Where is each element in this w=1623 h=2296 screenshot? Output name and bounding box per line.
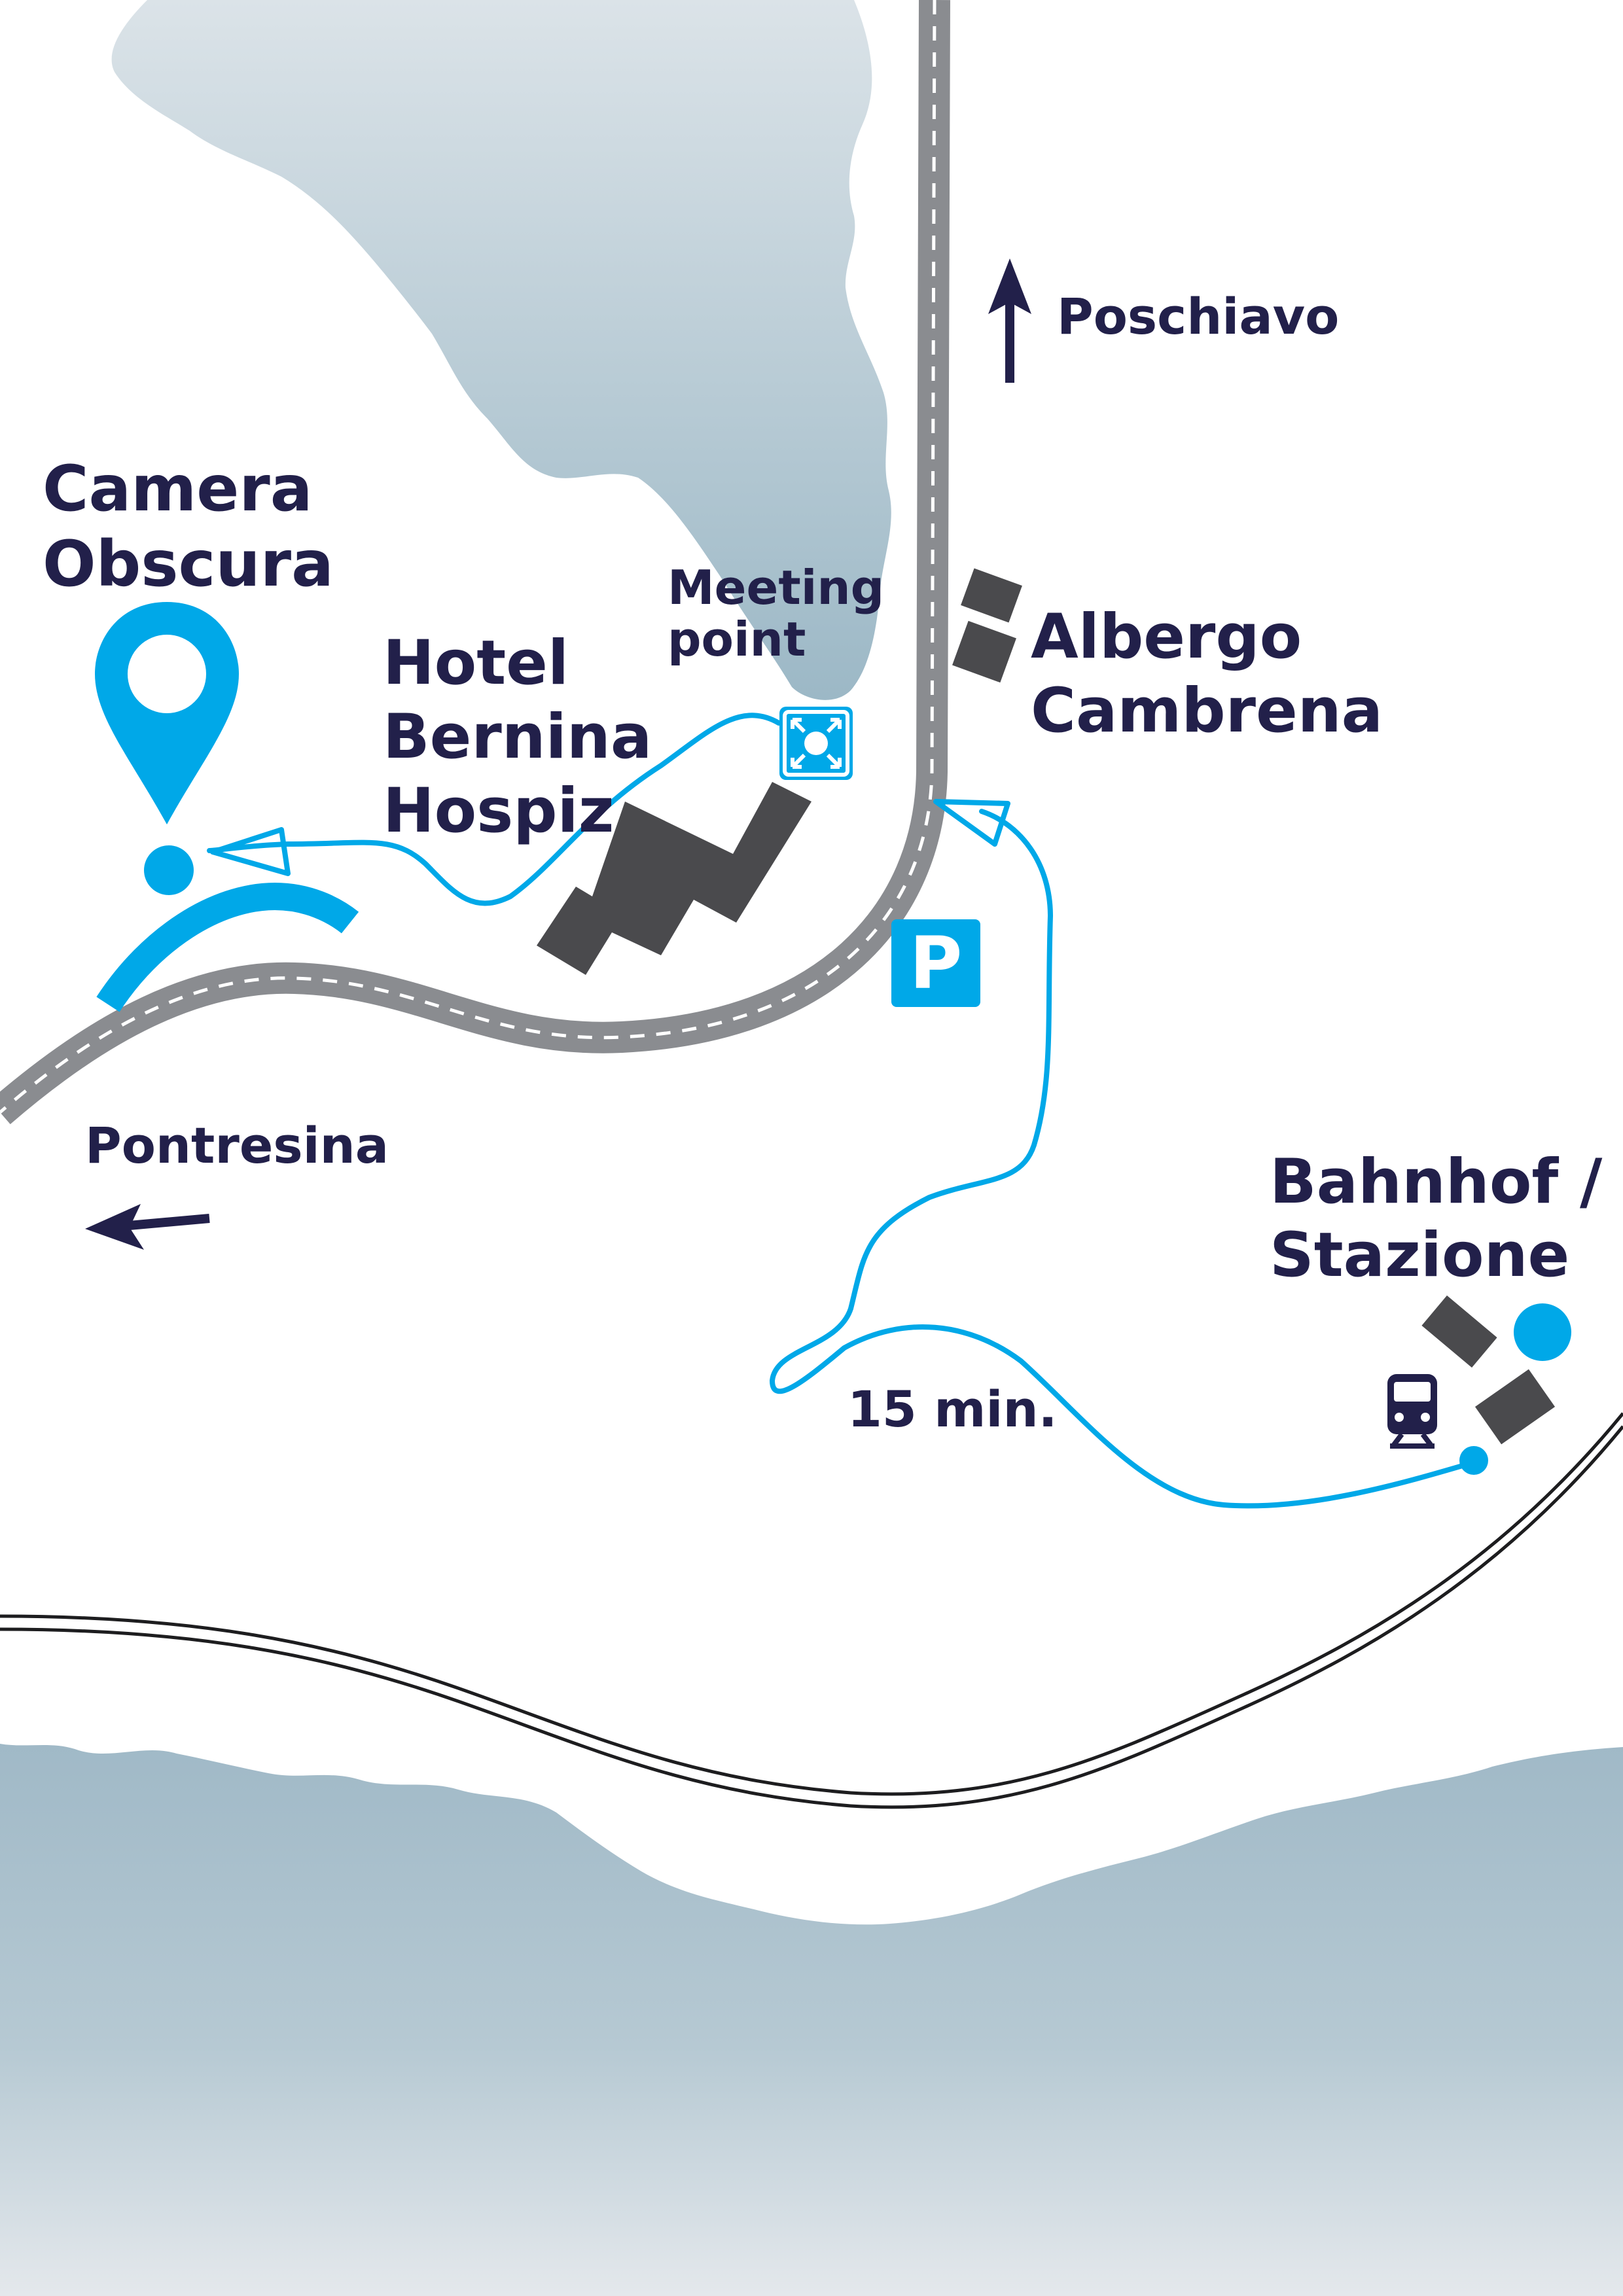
lake [111,0,891,700]
walking-route [207,713,1476,1509]
map-pin-icon [95,602,239,824]
viewer-head [144,845,194,895]
train-icon [1387,1374,1437,1449]
mountains [0,1744,1623,2296]
viewer-arc [96,882,359,1012]
parking-label: P [910,921,963,1005]
poschiavo-label: Poschiavo [1057,287,1339,345]
station-marker [1514,1303,1571,1361]
road [0,0,950,1125]
albergo-building [952,620,1016,683]
route-arrowhead [210,827,291,876]
hotel-label: Hotel Bernina Hospiz [383,627,673,847]
meeting-point-icon [779,707,853,780]
station-building [1421,1295,1497,1368]
parking-icon: P [891,919,980,1007]
hotel-building [537,782,812,975]
railway [0,1412,1623,1809]
station-building [1474,1369,1556,1445]
walk-time-label: 15 min. [847,1380,1057,1438]
albergo-label: Albergo Cambrena [1031,601,1383,747]
route-arrowhead [933,799,1010,847]
camera-obscura-label: Camera Obscura [43,452,334,601]
pontresina-label: Pontresina [85,1116,389,1174]
arrow-up-icon [988,258,1031,383]
albergo-building [961,568,1022,623]
route-start-dot [1459,1446,1488,1475]
station-label: Bahnhof / Stazione [1270,1146,1623,1291]
meeting-point-label: Meeting point [668,560,901,667]
arrow-left-icon [85,1204,210,1250]
